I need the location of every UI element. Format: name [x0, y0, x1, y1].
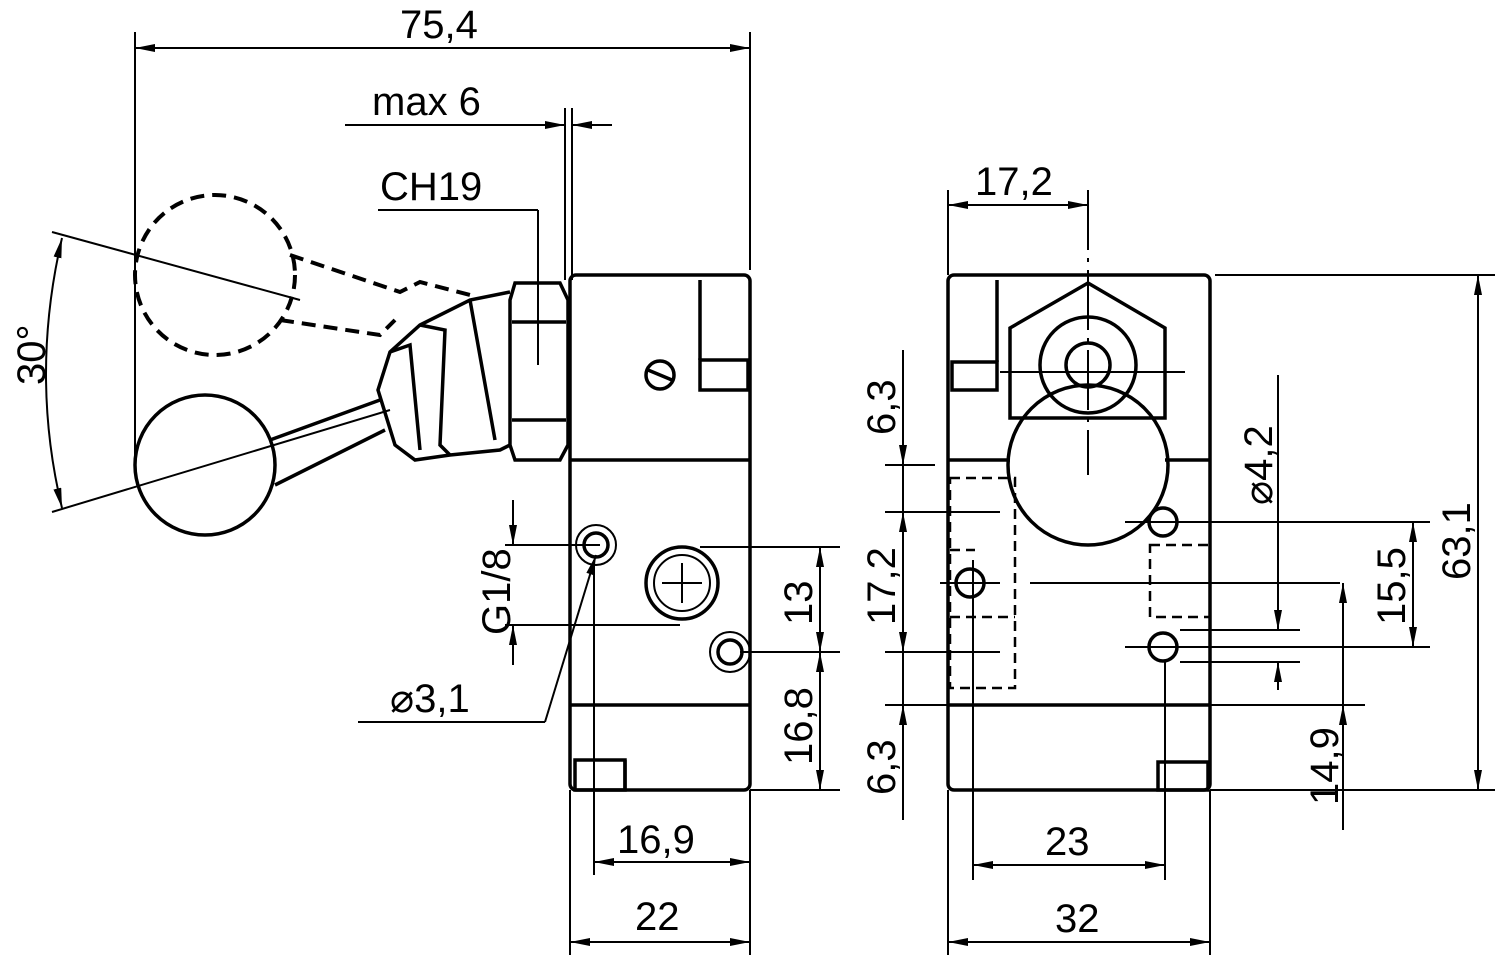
dim-32: 32	[1055, 897, 1100, 941]
dim-hole-front: ⌀4,2	[1237, 425, 1281, 505]
front-view: 17,2 6,3 17,2 6,3 ⌀4,2 15,5 14,9 63,1 23…	[860, 160, 1495, 955]
lever-ball-tilted	[133, 193, 297, 357]
dim-angle: 30°	[10, 325, 54, 386]
port-circle	[644, 545, 720, 621]
dim-max: max 6	[372, 80, 481, 124]
dim-overall-length: 75,4	[400, 3, 478, 47]
dim-23: 23	[1045, 820, 1090, 864]
dim-22: 22	[635, 895, 680, 939]
hex-nut	[508, 281, 570, 462]
dim-14-9: 14,9	[1303, 727, 1347, 805]
dim-6-3-bottom: 6,3	[860, 739, 904, 795]
dim-15-5: 15,5	[1370, 547, 1414, 625]
dim-17-2: 17,2	[860, 547, 904, 625]
dim-16-8: 16,8	[777, 687, 821, 765]
valve-body-side	[568, 273, 752, 792]
dim-16-9: 16,9	[617, 818, 695, 862]
dim-thread: G1/8	[475, 548, 519, 635]
dim-top: 17,2	[975, 160, 1053, 204]
screw-icon	[644, 359, 676, 391]
dim-13: 13	[777, 581, 821, 626]
dim-wrench: CH19	[380, 165, 482, 209]
rubber-boot	[376, 290, 511, 462]
dim-63-1: 63,1	[1435, 502, 1479, 580]
dim-6-3-top: 6,3	[860, 379, 904, 435]
dim-hole-side: ⌀3,1	[390, 677, 470, 721]
valve-body-front	[946, 273, 1212, 792]
side-view: 30° 75,4 max 6 CH19 G1/8 ⌀3,1 13 16,8	[10, 3, 840, 955]
